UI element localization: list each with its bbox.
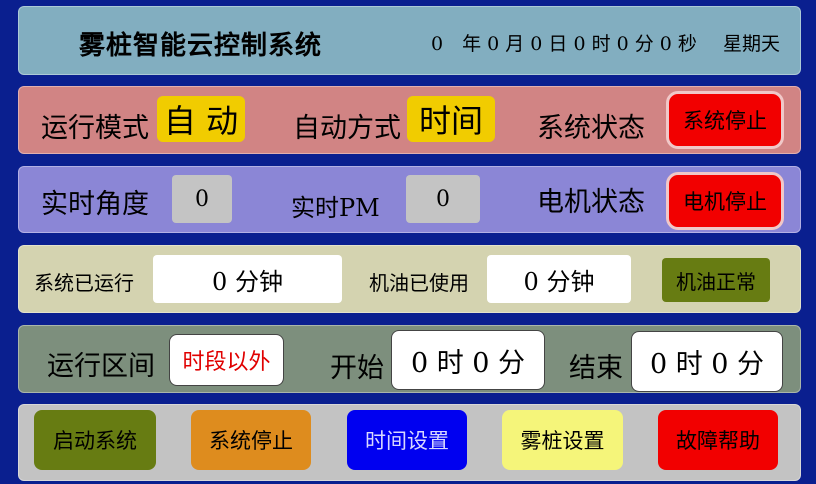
run-mode-value[interactable]: 自 动 (157, 96, 245, 142)
system-title: 雾桩智能云控制系统 (79, 31, 323, 61)
system-run-value: 0 分钟 (153, 255, 342, 303)
motor-status-indicator[interactable]: 电机停止 (666, 172, 784, 230)
range-value: 时段以外 (169, 334, 284, 386)
start-time-field[interactable]: 0 时 0 分 (391, 330, 545, 390)
weekday-display: 星期天 (723, 33, 781, 55)
fault-help-button[interactable]: 故障帮助 (658, 410, 778, 470)
start-system-button[interactable]: 启动系统 (34, 410, 156, 470)
end-label: 结束 (569, 353, 623, 384)
fog-settings-button[interactable]: 雾桩设置 (502, 410, 623, 470)
title-panel: 雾桩智能云控制系统 0 年 0 月 0 日 0 时 0 分 0 秒 星期天 (18, 6, 801, 75)
oil-used-label: 机油已使用 (369, 271, 469, 295)
end-time-field[interactable]: 0 时 0 分 (631, 331, 783, 392)
run-mode-label: 运行模式 (41, 113, 149, 144)
mode-panel: 运行模式 自 动 自动方式 时间 系统状态 系统停止 (18, 86, 801, 154)
range-label: 运行区间 (47, 351, 155, 382)
system-status-label: 系统状态 (537, 113, 645, 144)
oil-status-indicator: 机油正常 (662, 258, 770, 302)
datetime-display: 0 年 0 月 0 日 0 时 0 分 0 秒 (431, 33, 697, 55)
start-label: 开始 (330, 353, 384, 384)
pm-value: 0 (406, 175, 480, 223)
action-panel: 启动系统 系统停止 时间设置 雾桩设置 故障帮助 (18, 404, 801, 481)
auto-mode-value[interactable]: 时间 (407, 96, 495, 142)
range-panel: 运行区间 时段以外 开始 0 时 0 分 结束 0 时 0 分 (18, 325, 801, 393)
motor-status-label: 电机状态 (537, 187, 645, 218)
auto-mode-label: 自动方式 (293, 113, 401, 144)
system-status-indicator[interactable]: 系统停止 (666, 91, 784, 149)
runtime-panel: 系统已运行 0 分钟 机油已使用 0 分钟 机油正常 (18, 245, 801, 313)
sensor-panel: 实时角度 0 实时PM 0 电机状态 电机停止 (18, 166, 801, 233)
time-settings-button[interactable]: 时间设置 (347, 410, 467, 470)
oil-used-value: 0 分钟 (487, 255, 631, 303)
angle-label: 实时角度 (41, 189, 149, 220)
angle-value: 0 (172, 175, 232, 223)
stop-system-button[interactable]: 系统停止 (191, 410, 311, 470)
system-run-label: 系统已运行 (34, 271, 134, 295)
pm-label: 实时PM (291, 194, 380, 222)
